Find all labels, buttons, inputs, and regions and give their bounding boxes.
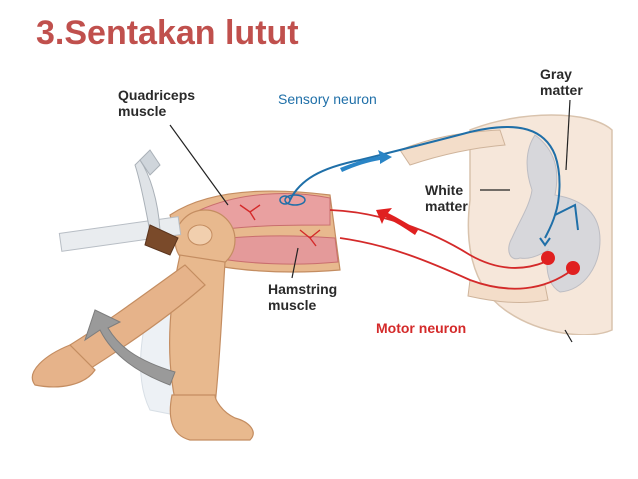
gray-matter-label-line1: Gray [540, 66, 572, 82]
hamstring-muscle-shape [209, 235, 339, 265]
gray-matter-leader-line [565, 99, 571, 171]
motor-direction-arrow [376, 208, 418, 235]
hamstring-leader-line [291, 247, 299, 279]
image-patch [500, 335, 620, 390]
white-matter-label-line1: White [425, 182, 464, 198]
slide-title: 3.Sentakan lutut [36, 14, 299, 52]
motor-neuron-path [239, 204, 580, 290]
quadriceps-leader-line [169, 124, 229, 206]
quadriceps-label-line2: muscle [118, 103, 167, 119]
swing-motion-arrow [84, 309, 176, 386]
sensory-neuron-path [279, 125, 579, 247]
sensory-direction-arrow [340, 150, 392, 172]
hamstring-label: Hamstring muscle [268, 281, 337, 313]
motor-neuron-label: Motor neuron [376, 320, 467, 336]
leg-illustration [31, 190, 341, 441]
foot [169, 394, 254, 441]
quadriceps-label: Quadriceps muscle [118, 87, 195, 119]
white-matter-label-line2: matter [425, 198, 468, 214]
gray-matter-label: Gray matter [540, 66, 583, 98]
hamstring-label-line2: muscle [268, 297, 317, 313]
ventral-leader-line [564, 329, 573, 343]
swinging-foot [31, 344, 96, 388]
white-matter-label: White matter [425, 182, 468, 214]
reflex-hammer [58, 149, 182, 256]
sensory-neuron-label: Sensory neuron [278, 91, 377, 107]
quadriceps-label-line1: Quadriceps [118, 87, 196, 103]
quadriceps-muscle-shape [199, 193, 331, 233]
dorsal-root [399, 129, 506, 166]
spinal-cord-section [399, 114, 620, 390]
hamstring-label-line1: Hamstring [268, 281, 338, 297]
gray-matter-label-line2: matter [540, 82, 583, 98]
